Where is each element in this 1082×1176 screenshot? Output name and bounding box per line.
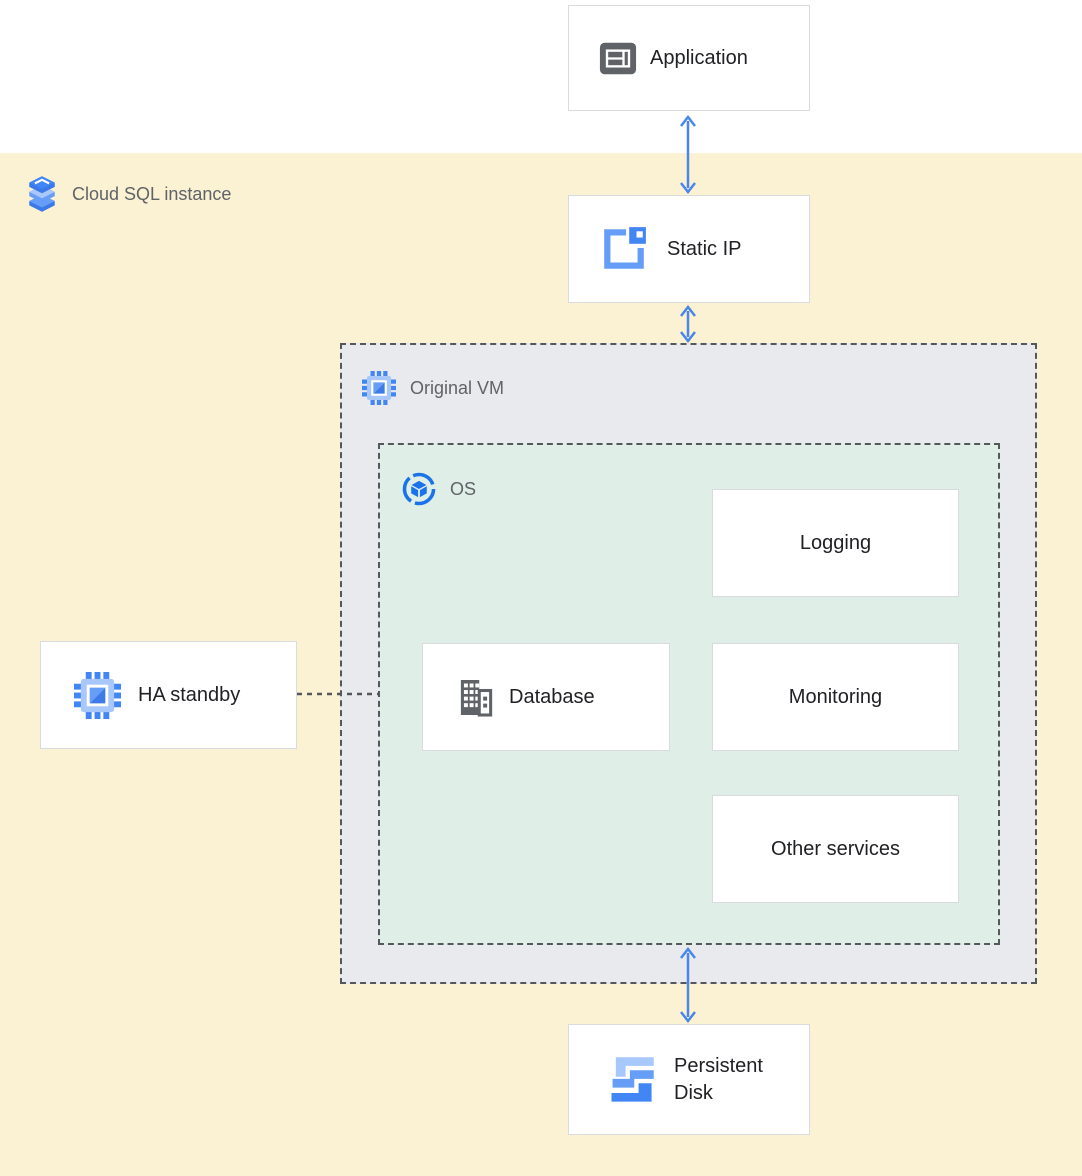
- ha-standby-label: HA standby: [138, 683, 241, 706]
- application-label: Application: [650, 46, 748, 69]
- original-vm-label-group: Original VM: [362, 371, 504, 405]
- application-node: Application: [568, 5, 810, 111]
- application-icon: [599, 42, 637, 75]
- ha-standby-node: HA standby: [40, 641, 297, 749]
- compute-engine-icon: [362, 371, 396, 405]
- persistent-disk-label: Persistent Disk: [674, 1054, 763, 1104]
- compute-engine-icon: [74, 671, 121, 719]
- persistent-disk-node: Persistent Disk: [568, 1024, 810, 1135]
- cloud-sql-icon: [25, 176, 59, 212]
- os-label: OS: [450, 478, 477, 499]
- database-icon: [453, 678, 495, 717]
- original-vm-label: Original VM: [410, 377, 505, 398]
- original-vm-region: Original VM OS Logging: [340, 343, 1037, 984]
- static-ip-icon: [599, 224, 649, 274]
- cloud-sql-instance-label-group: Cloud SQL instance: [25, 176, 231, 212]
- database-node: Database: [422, 643, 670, 751]
- static-ip-node: Static IP: [568, 195, 810, 303]
- os-label-group: OS: [402, 472, 476, 506]
- logging-node: Logging: [712, 489, 959, 597]
- cloud-sql-instance-label: Cloud SQL instance: [72, 183, 232, 204]
- monitoring-label: Monitoring: [788, 685, 883, 708]
- static-ip-label: Static IP: [667, 237, 742, 260]
- persistent-disk-icon: [605, 1054, 657, 1106]
- os-region: OS Logging: [378, 443, 1000, 945]
- os-icon: [402, 472, 436, 506]
- other-services-label: Other services: [771, 837, 900, 860]
- logging-label: Logging: [799, 531, 872, 554]
- monitoring-node: Monitoring: [712, 643, 959, 751]
- database-label: Database: [509, 685, 595, 708]
- other-services-node: Other services: [712, 795, 959, 903]
